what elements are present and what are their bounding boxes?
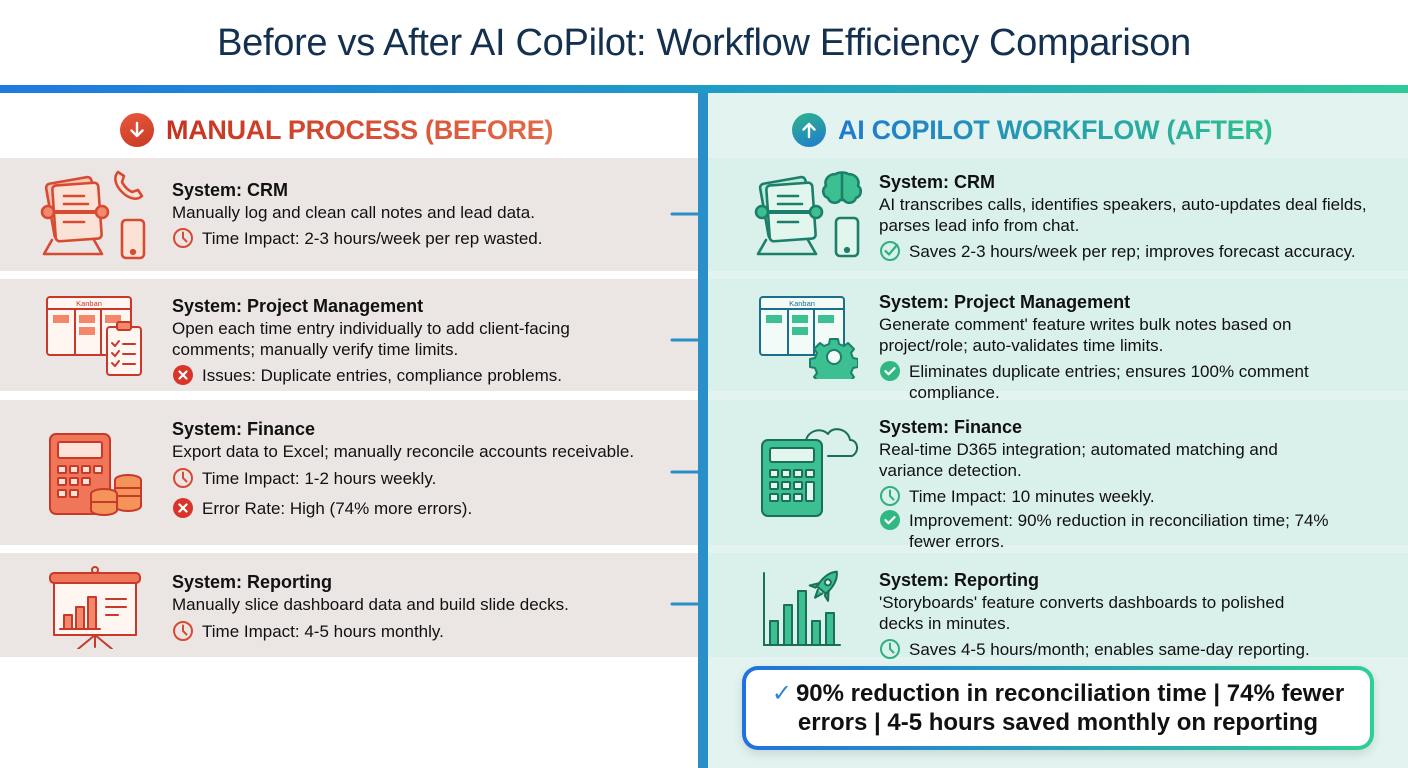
summary-text: 90% reduction in reconciliation time | 7…	[795, 680, 1345, 736]
issues-stat: Issues: Duplicate entries, compliance pr…	[172, 365, 642, 386]
check-circle-outline-icon	[880, 241, 900, 261]
after-row-finance: System: Finance Real-time D365 integrati…	[708, 400, 1408, 551]
system-description: Open each time entry individually to add…	[172, 319, 570, 359]
before-row-finance: System: Finance Export data to Excel; ma…	[0, 400, 698, 545]
before-row-text: System: CRM Manually log and clean call …	[172, 180, 542, 249]
savings-stat: Saves 4-5 hours/month; enables same-day …	[879, 639, 1359, 660]
check-circle-icon	[880, 510, 900, 530]
svg-text:Kanban: Kanban	[789, 299, 815, 308]
rolodex-phone-icon	[40, 170, 150, 267]
bar-chart-rocket-icon	[760, 563, 850, 654]
system-description: Real-time D365 integration; automated ma…	[879, 440, 1278, 480]
summary-callout: ✓90% reduction in reconciliation time | …	[742, 666, 1374, 750]
clock-icon	[173, 228, 193, 248]
arrow-down-circle-icon	[120, 113, 154, 147]
before-row-reporting: System: Reporting Manually slice dashboa…	[0, 553, 698, 657]
after-row-text: System: Finance Real-time D365 integrati…	[879, 417, 1379, 552]
presentation-board-icon	[48, 565, 142, 654]
time-impact-stat: Time Impact: 1-2 hours weekly.	[172, 468, 634, 489]
before-row-text: System: Reporting Manually slice dashboa…	[172, 572, 569, 642]
system-label: System: Reporting	[879, 570, 1040, 590]
after-row-crm: System: CRM AI transcribes calls, identi…	[708, 158, 1408, 271]
after-heading: AI COPILOT WORKFLOW (AFTER)	[792, 113, 1273, 147]
after-row-project-management: Kanban System: Project Management Genera…	[708, 279, 1408, 402]
before-row-project-management: Kanban System: Project Management Open e…	[0, 279, 698, 391]
check-circle-icon	[880, 361, 900, 381]
system-description: 'Storyboards' feature converts dashboard…	[879, 593, 1285, 633]
savings-stat: Saves 2-3 hours/week per rep; improves f…	[879, 241, 1389, 262]
time-impact-stat: Time Impact: 10 minutes weekly.	[879, 486, 1379, 507]
clock-icon	[880, 486, 900, 506]
before-row-text: System: Project Management Open each tim…	[172, 296, 642, 386]
clock-icon	[173, 468, 193, 488]
kanban-checklist-icon: Kanban	[45, 295, 145, 384]
x-circle-icon	[173, 498, 193, 518]
system-label: System: CRM	[172, 180, 289, 200]
page-title: Before vs After AI CoPilot: Workflow Eff…	[217, 22, 1191, 64]
system-label: System: Project Management	[172, 296, 424, 316]
clock-icon	[173, 621, 193, 641]
before-heading: MANUAL PROCESS (BEFORE)	[120, 113, 553, 147]
column-divider	[698, 93, 708, 768]
checkmark-icon: ✓	[771, 680, 792, 707]
after-row-text: System: CRM AI transcribes calls, identi…	[879, 172, 1389, 262]
title-underline-bar	[0, 85, 1408, 93]
calculator-cloud-icon	[760, 422, 860, 523]
system-description: Manually log and clean call notes and le…	[172, 203, 535, 222]
time-impact-stat: Time Impact: 4-5 hours monthly.	[172, 621, 569, 642]
after-column: AI COPILOT WORKFLOW (AFTER) System: CRM …	[708, 93, 1408, 768]
calculator-coins-icon	[48, 432, 144, 523]
improvement-stat: Improvement: 90% reduction in reconcilia…	[879, 510, 1379, 552]
system-description: Generate comment' feature writes bulk no…	[879, 315, 1292, 355]
kanban-gear-icon: Kanban	[758, 295, 859, 388]
svg-text:Kanban: Kanban	[76, 299, 102, 308]
arrow-up-circle-icon	[792, 113, 826, 147]
clock-icon	[880, 639, 900, 659]
before-row-crm: System: CRM Manually log and clean call …	[0, 158, 698, 271]
system-label: System: Reporting	[172, 572, 333, 592]
error-rate-stat: Error Rate: High (74% more errors).	[172, 498, 634, 519]
x-circle-icon	[173, 365, 193, 385]
after-row-reporting: System: Reporting 'Storyboards' feature …	[708, 553, 1408, 660]
rolodex-brain-icon	[754, 170, 864, 267]
system-description: Manually slice dashboard data and build …	[172, 595, 569, 614]
system-label: System: CRM	[879, 172, 996, 192]
after-row-text: System: Reporting 'Storyboards' feature …	[879, 570, 1359, 660]
compliance-stat: Eliminates duplicate entries; ensures 10…	[879, 361, 1359, 403]
system-description: AI transcribes calls, identifies speaker…	[879, 195, 1367, 235]
system-description: Export data to Excel; manually reconcile…	[172, 442, 635, 461]
time-impact-stat: Time Impact: 2-3 hours/week per rep wast…	[172, 228, 542, 249]
system-label: System: Finance	[172, 419, 316, 439]
after-row-text: System: Project Management Generate comm…	[879, 292, 1359, 403]
before-column: MANUAL PROCESS (BEFORE) System: CRM Manu…	[0, 93, 698, 768]
system-label: System: Finance	[879, 417, 1023, 437]
system-label: System: Project Management	[879, 292, 1131, 312]
before-row-text: System: Finance Export data to Excel; ma…	[172, 419, 634, 519]
